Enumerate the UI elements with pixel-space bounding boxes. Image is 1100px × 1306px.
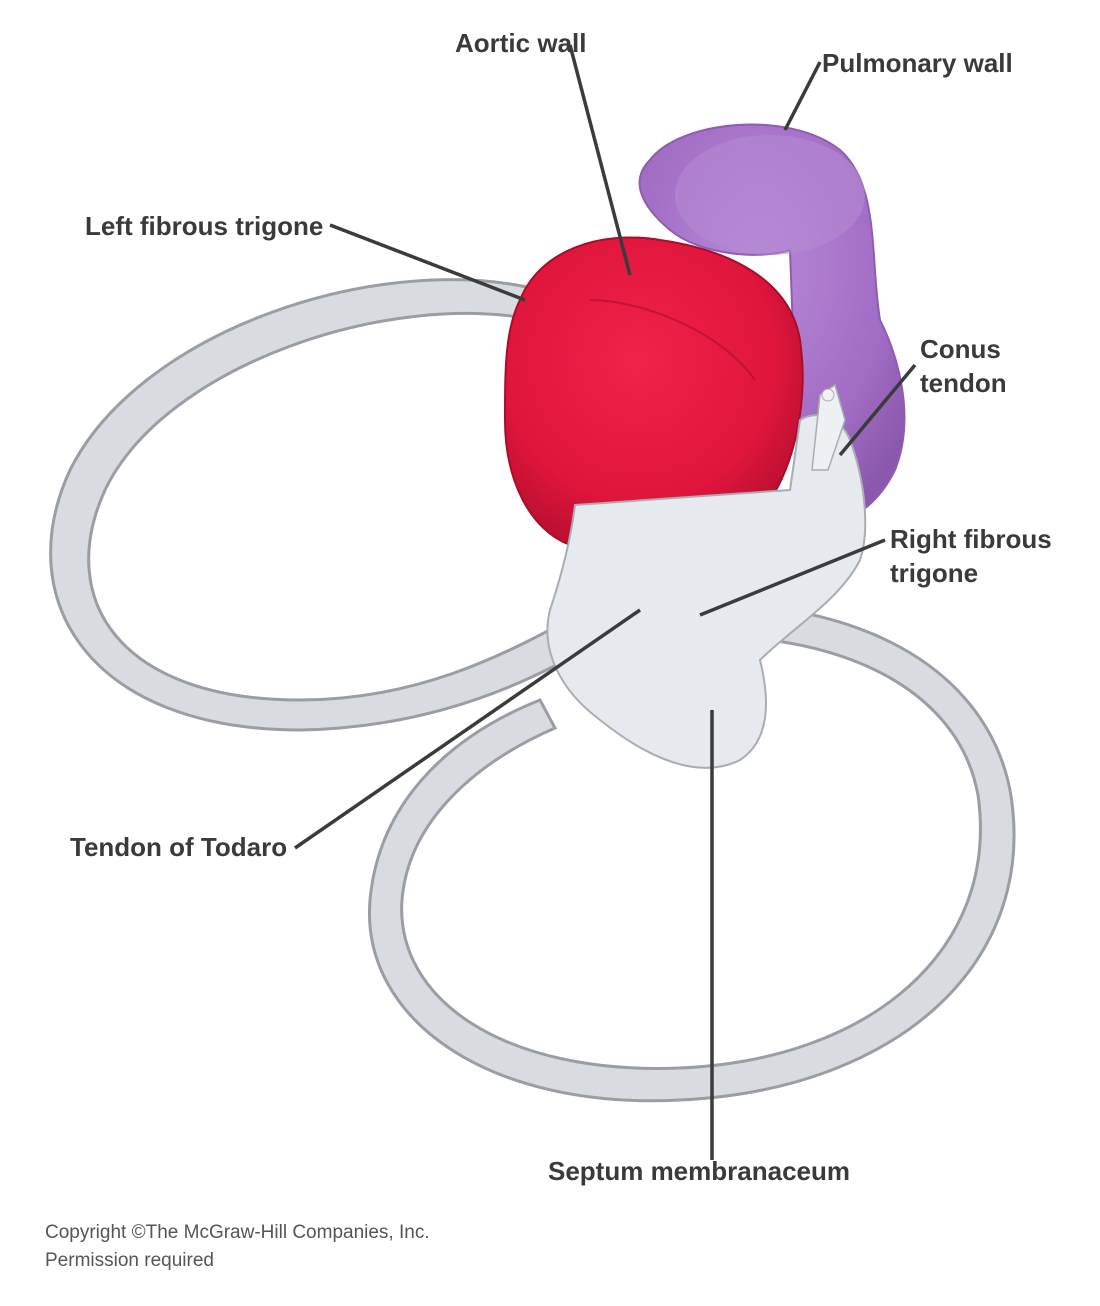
label-conus-tendon-line1: Conus bbox=[920, 334, 1001, 364]
label-right-fibrous-trigone-line2: trigone bbox=[890, 558, 978, 588]
right-atrioventricular-ring bbox=[367, 602, 1016, 1103]
label-pulmonary-wall: Pulmonary wall bbox=[822, 48, 1013, 78]
leader-aortic-wall bbox=[568, 44, 632, 276]
label-aortic-wall: Aortic wall bbox=[455, 28, 586, 58]
label-conus-tendon-line2: tendon bbox=[920, 368, 1007, 398]
credit-line-2: Permission required bbox=[45, 1250, 214, 1271]
leader-lines bbox=[294, 44, 917, 1160]
label-septum-membranaceum: Septum membranaceum bbox=[548, 1156, 850, 1186]
leader-conus-tendon bbox=[838, 363, 917, 457]
credit-line-1: Copyright ©The McGraw-Hill Companies, In… bbox=[45, 1222, 430, 1243]
leader-pulmonary-wall bbox=[783, 61, 822, 131]
label-right-fibrous-trigone-line1: Right fibrous bbox=[890, 524, 1052, 554]
central-fibrous-body bbox=[546, 383, 867, 769]
leader-right-fibrous-trigone bbox=[699, 538, 886, 617]
leader-left-fibrous-trigone bbox=[329, 223, 526, 302]
leader-tendon-of-todaro bbox=[294, 608, 641, 850]
label-left-fibrous-trigone: Left fibrous trigone bbox=[85, 211, 323, 241]
label-tendon-of-todaro: Tendon of Todaro bbox=[70, 832, 287, 862]
